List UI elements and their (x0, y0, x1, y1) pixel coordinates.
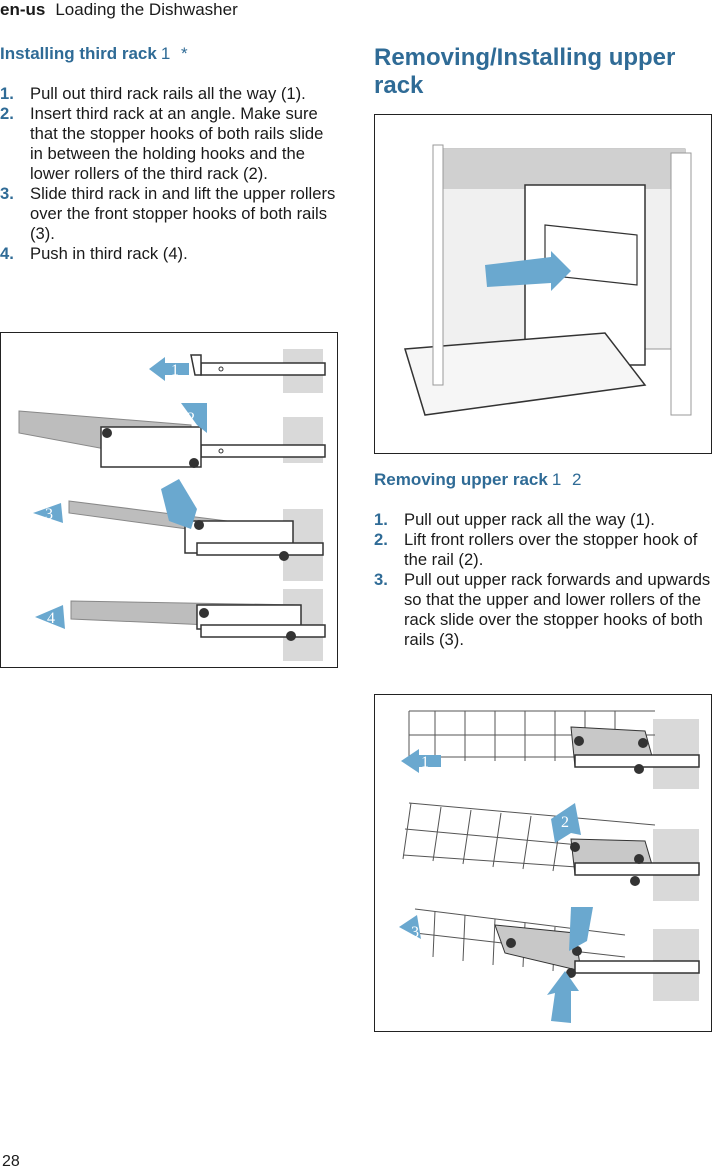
list-item: 1.Pull out third rack rails all the way … (0, 84, 306, 103)
list-item: 2.Insert third rack at an angle. Make su… (0, 104, 324, 183)
upper-rack-illustration: 1 2 3 (399, 710, 700, 1023)
heading-symbols: 1 2 (551, 470, 585, 489)
list-item: 3.Pull out upper rack forwards and upwar… (374, 570, 711, 649)
chapter-title: Loading the Dishwasher (55, 0, 238, 19)
list-item: 2.Lift front rollers over the stopper ho… (374, 530, 698, 569)
list-item: 4.Push in third rack (4). (0, 244, 188, 263)
third-rack-figure: 1 2 3 4 (0, 332, 338, 668)
step-label: 3 (411, 924, 419, 941)
dishwasher-illustration (404, 144, 692, 416)
third-rack-illustration: 1 2 3 4 (18, 349, 326, 661)
step-label: 2 (187, 410, 195, 427)
list-item: 3.Slide third rack in and lift the upper… (0, 184, 336, 243)
running-header: en-us Loading the Dishwasher (0, 0, 238, 20)
step-label: 2 (561, 814, 569, 831)
step-label: 1 (421, 754, 429, 771)
section-heading-upper-rack: Removing/Installing upper rack (374, 44, 676, 99)
page-number: 28 (2, 1153, 20, 1170)
third-rack-steps: 1.Pull out third rack rails all the way … (0, 84, 336, 264)
list-item: 1.Pull out upper rack all the way (1). (374, 510, 655, 529)
upper-rack-steps: 1.Pull out upper rack all the way (1). 2… (374, 510, 712, 650)
step-label: 4 (47, 610, 55, 627)
dishwasher-figure (374, 114, 712, 454)
step-label: 3 (45, 506, 53, 523)
upper-rack-figure: 1 2 3 (374, 694, 712, 1032)
step-label: 1 (171, 362, 179, 379)
language-code: en-us (0, 0, 46, 19)
heading-symbols: 1 * (160, 44, 191, 63)
